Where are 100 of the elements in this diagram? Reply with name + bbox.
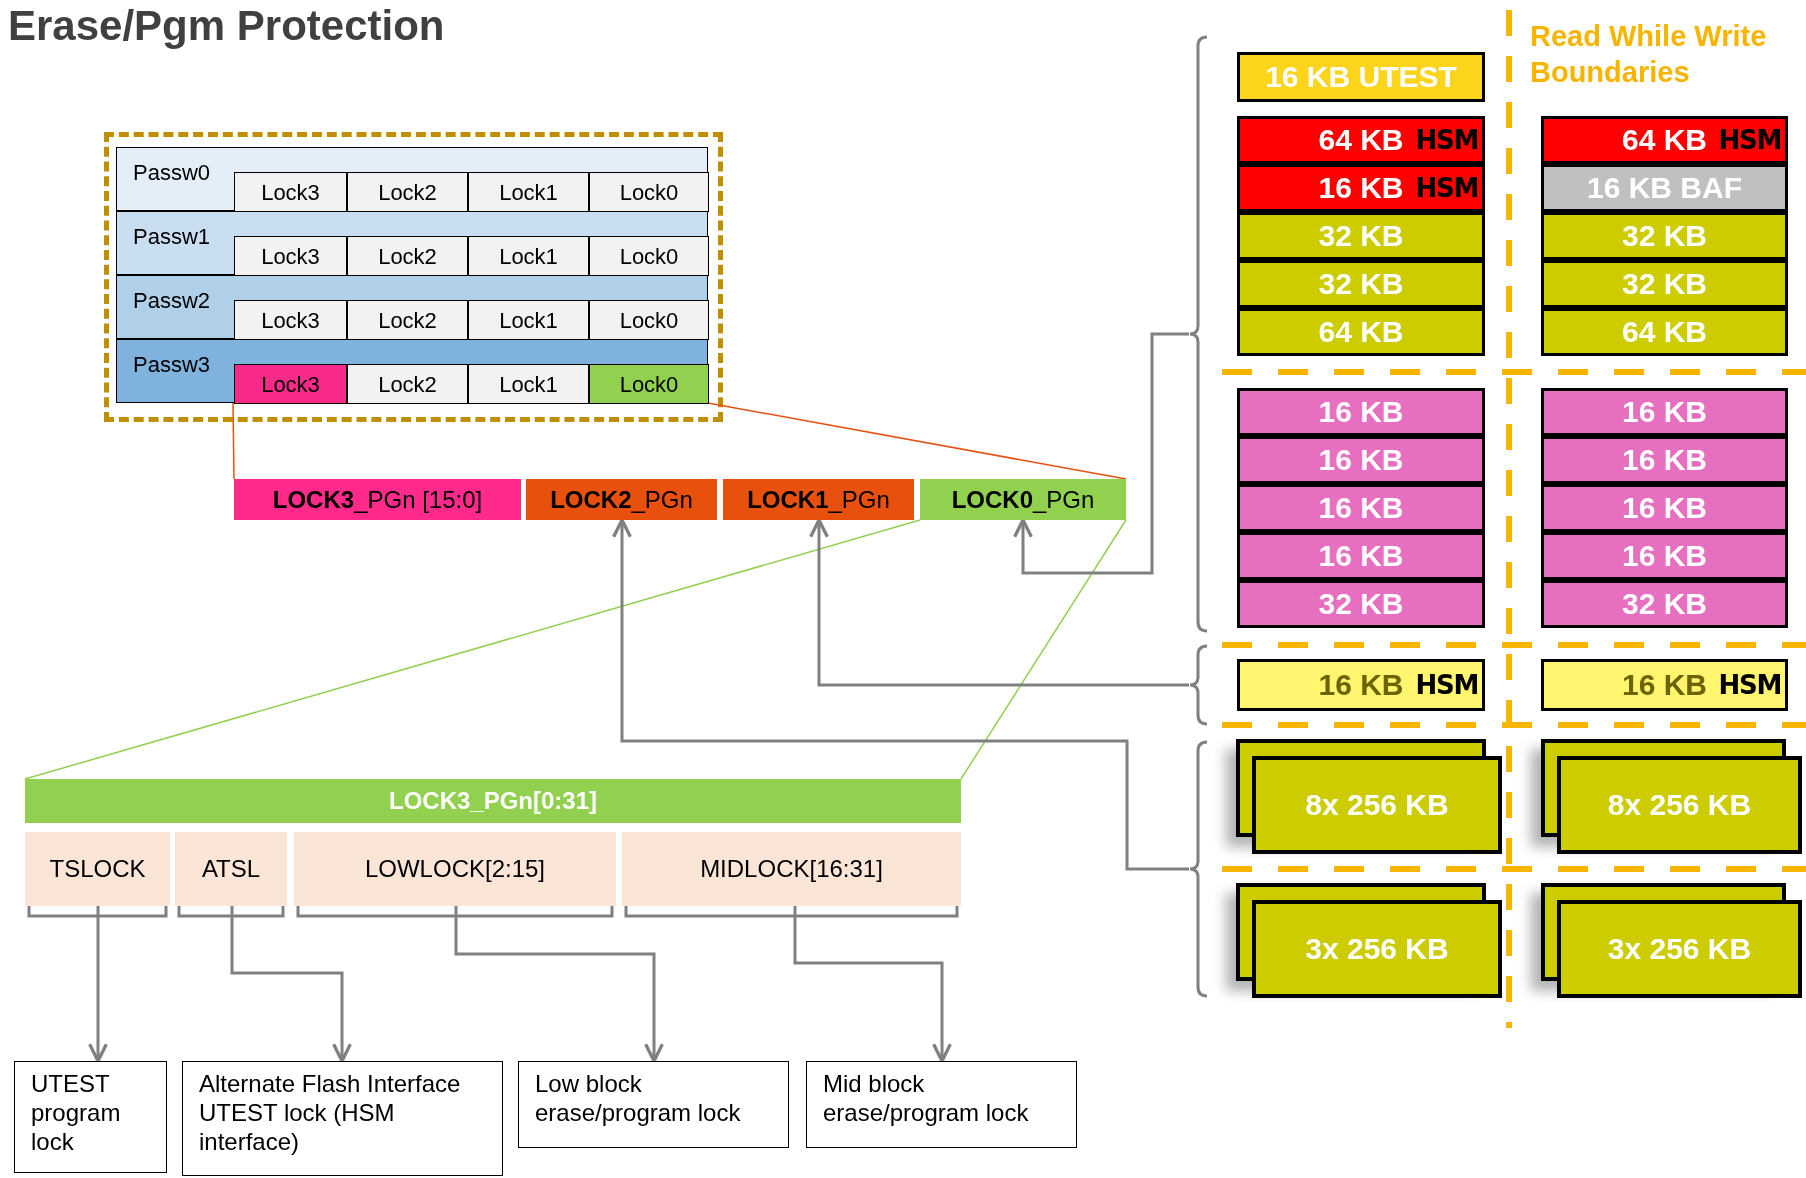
- lock-cell: Lock1: [468, 172, 589, 212]
- block-size: 64 KB: [1622, 125, 1707, 155]
- bracket: [1189, 645, 1207, 725]
- lock-cell: Lock2: [347, 300, 468, 340]
- memory-block: [1237, 659, 1485, 711]
- memory-block: [1541, 260, 1788, 308]
- bit-field: LOWLOCK[2:15]: [294, 832, 616, 906]
- register-field: LOCK3_PGn [15:0]: [234, 479, 521, 520]
- bit-field: MIDLOCK[16:31]: [622, 832, 961, 906]
- hsm-tag: HSM: [1415, 672, 1478, 698]
- description-box: UTEST program lock: [14, 1061, 167, 1173]
- memory-block: [1541, 484, 1788, 532]
- lock-cell: Lock3: [234, 236, 347, 276]
- arrow: [612, 518, 1189, 871]
- lock-cell: Lock1: [468, 300, 589, 340]
- bracket: [1189, 36, 1207, 632]
- block-size: 16 KB BAF: [1587, 173, 1742, 203]
- memory-block: [1557, 900, 1802, 998]
- memory-block: [1237, 116, 1485, 164]
- block-size: 16 KB UTEST: [1265, 62, 1457, 92]
- register-field: LOCK1_PGn: [723, 479, 914, 520]
- memory-block: [1237, 436, 1485, 484]
- block-size: 16 KB: [1318, 397, 1404, 427]
- memory-block: [1541, 388, 1788, 436]
- arrow: [809, 518, 1189, 687]
- description-box: Low block erase/program lock: [518, 1061, 789, 1148]
- memory-block: [1541, 116, 1788, 164]
- block-size: 16 KB: [1622, 670, 1707, 700]
- memory-block: [1237, 260, 1485, 308]
- block-size: 8x 256 KB: [1305, 790, 1449, 820]
- block-size: 64 KB: [1318, 125, 1404, 155]
- password-row: [116, 147, 708, 211]
- block-size: 32 KB: [1622, 221, 1707, 251]
- memory-block: [1541, 659, 1788, 711]
- memory-block: [1541, 164, 1788, 212]
- memory-block: [1237, 164, 1485, 212]
- block-size: 16 KB: [1318, 445, 1404, 475]
- memory-block: [1237, 52, 1485, 102]
- memory-block: [1237, 212, 1485, 260]
- block-size: 16 KB: [1622, 541, 1707, 571]
- password-row: [116, 211, 708, 275]
- bracket: [1189, 741, 1207, 997]
- memory-block: [1237, 580, 1485, 628]
- hsm-tag: HSM: [1415, 127, 1478, 153]
- lock-cell: Lock3: [234, 364, 347, 404]
- memory-block: [1541, 580, 1788, 628]
- block-size: 32 KB: [1318, 589, 1404, 619]
- memory-block: [1252, 756, 1502, 854]
- connector-line: [960, 519, 1127, 780]
- lock-cell: Lock2: [347, 172, 468, 212]
- arrow: [230, 906, 352, 1063]
- arrow: [454, 906, 664, 1063]
- hsm-tag: HSM: [1415, 175, 1478, 201]
- boundary-label: Read While Write Boundaries: [1530, 19, 1768, 91]
- block-size: 3x 256 KB: [1305, 934, 1449, 964]
- register-field: LOCK0_PGn: [920, 479, 1126, 520]
- arrow: [793, 906, 952, 1063]
- block-size: 64 KB: [1622, 317, 1707, 347]
- bit-field: TSLOCK: [25, 832, 170, 906]
- block-size: 16 KB: [1622, 493, 1707, 523]
- block-size: 16 KB: [1318, 670, 1404, 700]
- block-size: 16 KB: [1318, 173, 1404, 203]
- lock-cell: Lock0: [589, 364, 709, 404]
- register-bar: LOCK3_PGn[0:31]: [25, 779, 961, 823]
- lock-cell: Lock0: [589, 300, 709, 340]
- password-row: [116, 339, 708, 403]
- block-size: 16 KB: [1318, 541, 1404, 571]
- block-size: 16 KB: [1622, 445, 1707, 475]
- register-field: LOCK2_PGn: [526, 479, 717, 520]
- description-box: Alternate Flash Interface UTEST lock (HSM interface): [182, 1061, 503, 1176]
- block-size: 32 KB: [1318, 269, 1404, 299]
- connector-line: [232, 402, 235, 480]
- connector-line: [24, 519, 921, 780]
- title: Erase/Pgm Protection: [8, 1, 445, 51]
- block-size: 8x 256 KB: [1607, 790, 1752, 820]
- memory-block: [1237, 484, 1485, 532]
- memory-block: [1252, 900, 1502, 998]
- memory-block: [1237, 308, 1485, 356]
- arrow: [88, 906, 108, 1063]
- memory-block: [1237, 532, 1485, 580]
- description-box: Mid block erase/program lock: [806, 1061, 1077, 1148]
- block-size: 3x 256 KB: [1607, 934, 1752, 964]
- row-label: Passw3: [133, 354, 211, 376]
- hsm-tag: HSM: [1718, 672, 1781, 698]
- lock-cell: Lock1: [468, 364, 589, 404]
- arrow: [1013, 332, 1189, 575]
- bit-field: ATSL: [175, 832, 287, 906]
- password-row: [116, 275, 708, 339]
- row-label: Passw2: [133, 290, 211, 312]
- memory-block: [1541, 212, 1788, 260]
- block-size: 64 KB: [1318, 317, 1404, 347]
- memory-block: [1541, 436, 1788, 484]
- hsm-tag: HSM: [1718, 127, 1781, 153]
- lock-cell: Lock0: [589, 236, 709, 276]
- memory-block: [1557, 756, 1802, 854]
- memory-block: [1541, 308, 1788, 356]
- lock-cell: Lock2: [347, 236, 468, 276]
- block-size: 32 KB: [1622, 269, 1707, 299]
- lock-cell: Lock3: [234, 300, 347, 340]
- block-size: 16 KB: [1318, 493, 1404, 523]
